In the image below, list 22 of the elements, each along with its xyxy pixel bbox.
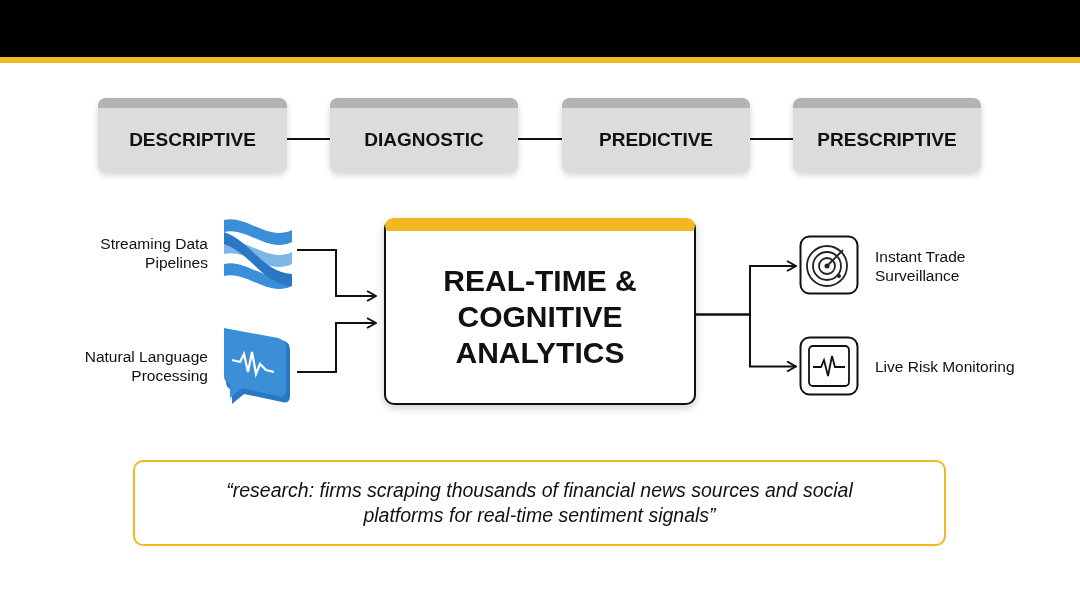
arrow <box>296 249 377 302</box>
stage-label: PRESCRIPTIVE <box>817 129 957 151</box>
output-label: Live Risk Monitoring <box>875 356 1015 377</box>
connector-line <box>286 138 331 140</box>
stage-label: DIAGNOSTIC <box>364 129 484 151</box>
central-title: REAL-TIME & COGNITIVE ANALYTICS <box>442 263 638 371</box>
quote-box <box>133 460 946 546</box>
arrow <box>296 317 377 373</box>
input-label: Natural Language Processing <box>83 346 208 386</box>
stage-label: DESCRIPTIVE <box>129 129 256 151</box>
stage-box <box>562 98 750 172</box>
connector-line <box>517 138 563 140</box>
arrow <box>695 313 797 373</box>
stage-label: PREDICTIVE <box>599 129 713 151</box>
central-box <box>384 218 696 405</box>
input-label: Streaming Data Pipelines <box>99 233 208 273</box>
stage-box <box>793 98 981 172</box>
connector-line <box>749 138 794 140</box>
stage-box <box>98 98 287 172</box>
output-label: Instant Trade Surveillance <box>875 246 967 286</box>
stage-box <box>330 98 518 172</box>
quote-text: “research: firms scraping thousands of financial news sources and social platforms for real-time sentiment signals” <box>225 477 854 528</box>
